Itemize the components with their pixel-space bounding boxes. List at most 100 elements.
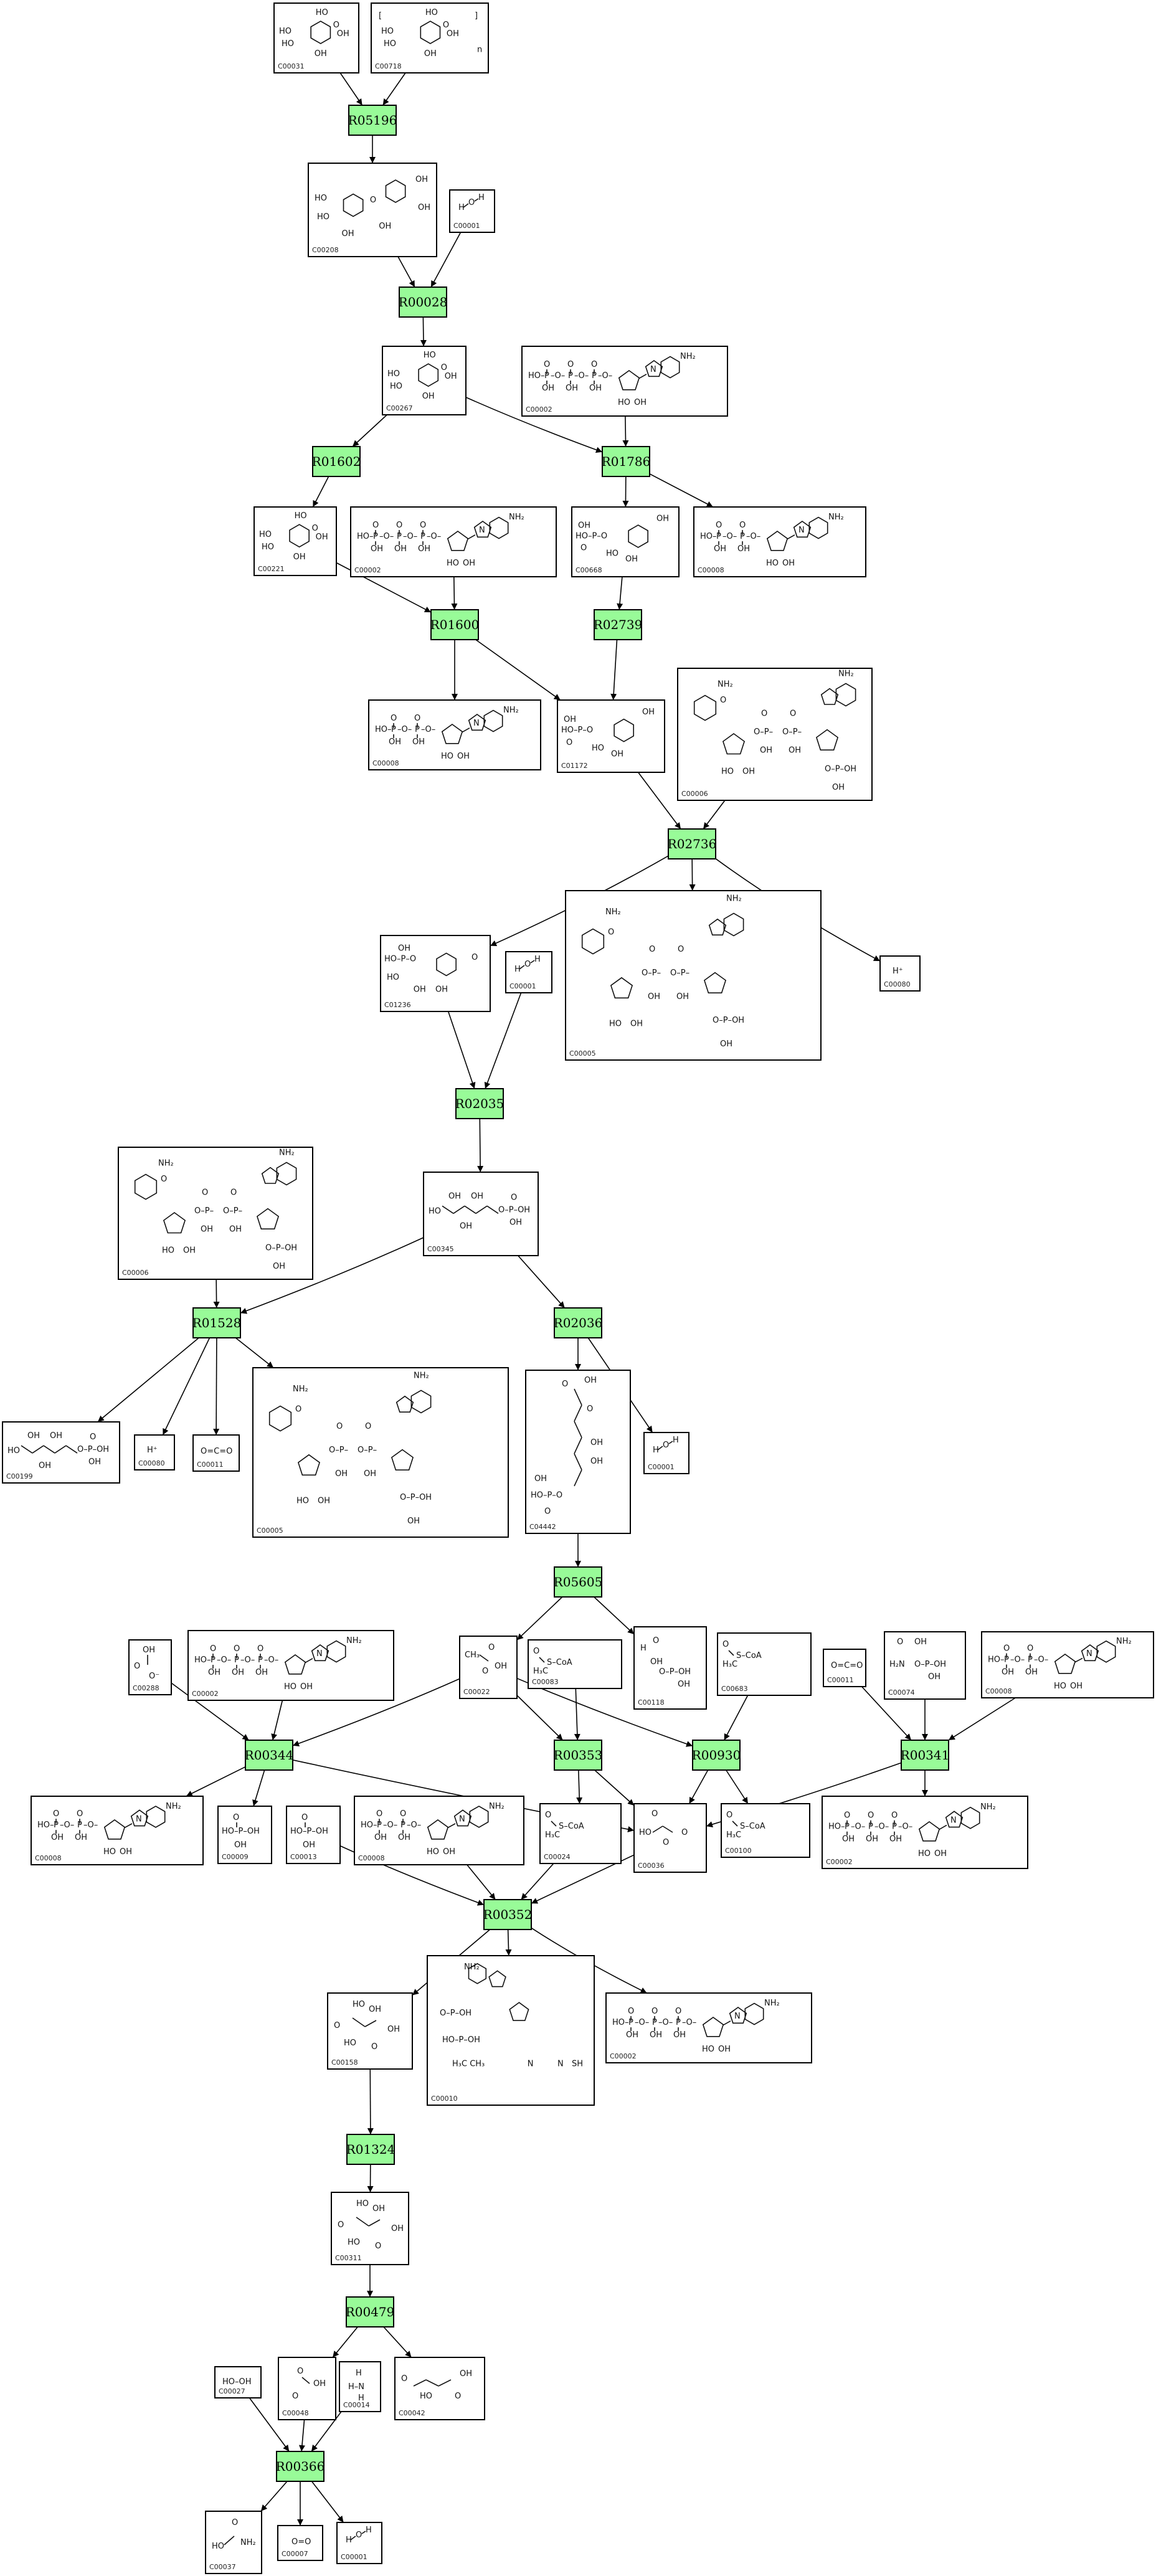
compound-box[interactable]	[273, 2, 359, 73]
compound-box[interactable]	[371, 2, 489, 73]
compound-box[interactable]	[459, 1636, 518, 1699]
compound-box[interactable]	[565, 890, 822, 1061]
reaction-box[interactable]	[245, 1740, 293, 1771]
reaction-r02035[interactable]: R02035	[455, 1088, 505, 1119]
reaction-r00028[interactable]: R00028	[399, 286, 448, 318]
compound-box[interactable]	[339, 2361, 381, 2412]
compound-box[interactable]	[308, 163, 437, 257]
reaction-box[interactable]	[554, 1566, 602, 1598]
compound-box[interactable]	[822, 1796, 1028, 1869]
compound-box[interactable]	[192, 1434, 240, 1472]
compound-box[interactable]	[981, 1631, 1154, 1698]
reaction-r00352[interactable]: R00352	[483, 1899, 533, 1930]
compound-box[interactable]	[449, 189, 495, 233]
compound-box[interactable]	[823, 1649, 866, 1687]
reaction-r02036[interactable]: R02036	[554, 1307, 603, 1338]
reaction-box[interactable]	[483, 1899, 532, 1930]
reaction-r00930[interactable]: R00930	[692, 1740, 741, 1771]
reaction-box[interactable]	[668, 828, 716, 859]
reaction-r01602[interactable]: R01602	[312, 446, 361, 477]
compound-box[interactable]	[286, 1806, 341, 1864]
reaction-r02736[interactable]: R02736	[668, 828, 717, 859]
compound-box[interactable]	[633, 1626, 707, 1710]
compound-box[interactable]	[633, 1803, 707, 1873]
compound-box[interactable]	[336, 2522, 382, 2564]
compound-box[interactable]	[380, 935, 491, 1012]
compound-box[interactable]	[717, 1632, 812, 1696]
compound-box[interactable]	[539, 1803, 622, 1864]
compound-box[interactable]	[382, 346, 467, 415]
reaction-r00353[interactable]: R00353	[554, 1740, 603, 1771]
compound-box[interactable]	[394, 2357, 485, 2420]
reaction-box[interactable]	[692, 1740, 741, 1771]
compound-box[interactable]	[118, 1147, 313, 1280]
compound-box[interactable]	[134, 1434, 175, 1470]
compound-box[interactable]	[721, 1803, 810, 1858]
reaction-box[interactable]	[430, 609, 479, 640]
compound-c00080a[interactable]: H⁺C00080	[879, 955, 921, 992]
compound-box[interactable]	[677, 668, 873, 801]
reaction-r05196[interactable]: R05196	[348, 105, 397, 136]
reaction-r00366[interactable]: R00366	[276, 2451, 325, 2482]
compound-box[interactable]	[525, 1370, 631, 1534]
compound-box[interactable]	[505, 951, 552, 993]
compound-box[interactable]	[879, 955, 921, 992]
compound-box[interactable]	[31, 1796, 204, 1865]
reaction-r02739[interactable]: R02739	[594, 609, 643, 640]
reaction-box[interactable]	[346, 2296, 394, 2327]
reaction-r00341[interactable]: R00341	[901, 1740, 950, 1771]
reaction-box[interactable]	[554, 1740, 602, 1771]
compound-box[interactable]	[277, 2525, 323, 2561]
reaction-box[interactable]	[399, 286, 447, 318]
compound-box[interactable]	[214, 2366, 262, 2398]
compound-c00080b[interactable]: H⁺C00080	[134, 1434, 175, 1470]
compound-box[interactable]	[205, 2511, 262, 2574]
compound-box[interactable]	[528, 1639, 622, 1689]
compound-box[interactable]	[354, 1796, 524, 1865]
reaction-box[interactable]	[455, 1088, 504, 1119]
compound-box[interactable]	[884, 1631, 966, 1700]
reaction-box[interactable]	[312, 446, 361, 477]
reaction-box[interactable]	[348, 105, 397, 136]
reaction-r01786[interactable]: R01786	[602, 446, 651, 477]
compound-box[interactable]	[253, 506, 337, 576]
reaction-r01324[interactable]: R01324	[346, 2134, 396, 2165]
compound-box[interactable]	[693, 506, 866, 577]
reaction-r00344[interactable]: R00344	[245, 1740, 294, 1771]
